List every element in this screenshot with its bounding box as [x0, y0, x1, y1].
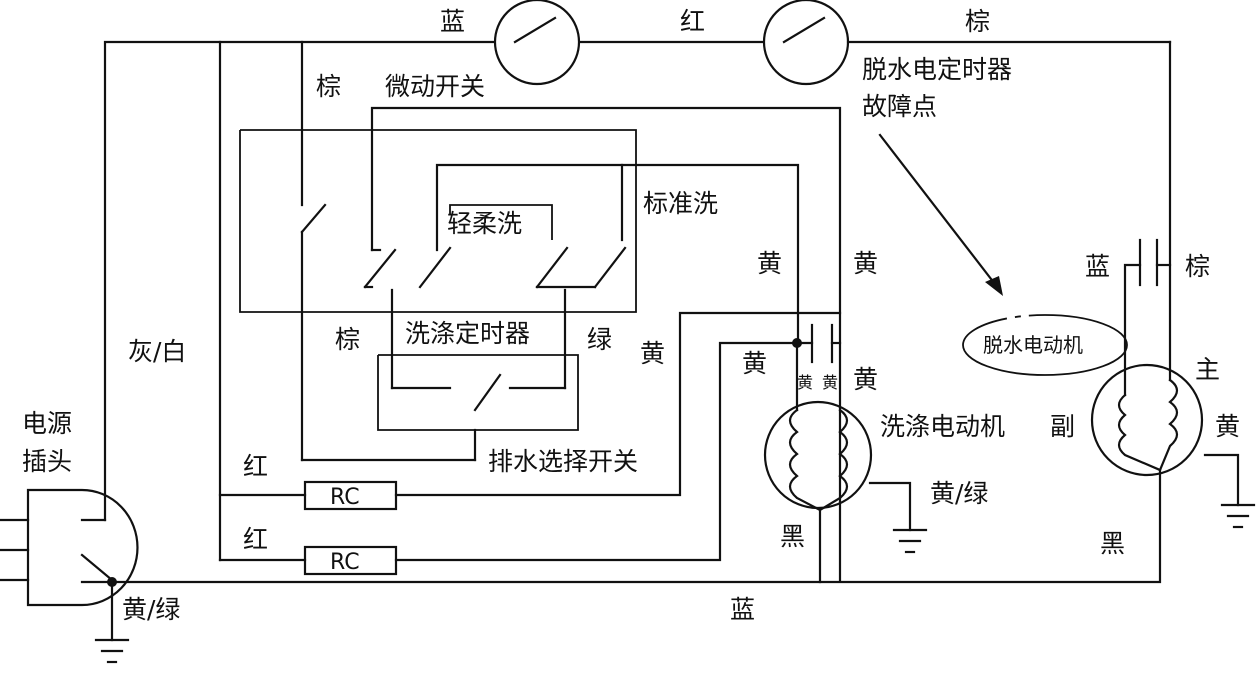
power-label: 电源 [22, 409, 72, 438]
wire-color-label: 棕 [1185, 252, 1210, 281]
wire-color-label: 蓝 [1085, 252, 1110, 281]
aux-winding-label: 副 [1050, 412, 1075, 441]
main-winding-label: 主 [1195, 355, 1220, 384]
standard-wash-label: 标准洗 [643, 189, 718, 218]
wire-color-label: 黄/绿 [122, 595, 180, 624]
wire-color-label: 棕 [965, 7, 990, 36]
labels: 蓝 红 棕 脱水电定时器 故障点 棕 微动开关 标准洗 轻柔洗 黄 黄 蓝 棕 … [22, 7, 1240, 624]
wire-color-label: 黄/绿 [930, 479, 988, 508]
wire-color-label: 黄 [853, 249, 878, 278]
wire-color-label: 黄 [742, 349, 767, 378]
wire-color-label: 黄 [1215, 412, 1240, 441]
power-plug [0, 488, 139, 607]
wire-color-label: 黑 [1100, 529, 1125, 558]
micro-switch-label: 微动开关 [385, 72, 485, 101]
wire-color-label: 绿 [587, 325, 612, 354]
wire-color-label: 蓝 [730, 595, 755, 624]
wire-color-label: 黄 [797, 373, 813, 392]
gentle-wash-label: 轻柔洗 [447, 209, 522, 238]
wire-color-label: 黑 [780, 522, 805, 551]
wire-color-label: 黄 [822, 373, 838, 392]
rc-label: RC [330, 550, 360, 575]
wire-color-label: 黄 [757, 249, 782, 278]
wire-color-label: 棕 [335, 325, 360, 354]
wire-color-label: 红 [243, 525, 268, 554]
wires [80, 40, 1240, 642]
spin-timer-switches [493, 0, 850, 86]
wire-color-label: 黄 [853, 365, 878, 394]
spin-timer-label: 脱水电定时器 [862, 55, 1012, 84]
rc-label: RC [330, 485, 360, 510]
fault-arrow [878, 133, 1003, 296]
spin-motor-oval [962, 314, 1128, 376]
wire-color-label: 红 [680, 7, 705, 36]
junction-dots [107, 338, 802, 587]
wash-timer-label: 洗涤定时器 [405, 319, 530, 348]
rc-components [303, 480, 398, 576]
drain-switch-label: 排水选择开关 [488, 447, 638, 476]
spin-motor-symbol [1090, 363, 1204, 477]
plug-label: 插头 [22, 447, 72, 476]
wash-motor-label: 洗涤电动机 [880, 412, 1005, 441]
timer-switches [300, 203, 627, 412]
ground-symbols [94, 503, 1256, 664]
spin-motor-label: 脱水电动机 [983, 333, 1083, 357]
wire-color-label: 黄 [640, 339, 665, 368]
wire-color-label: 蓝 [440, 7, 465, 36]
wash-motor-symbol [763, 400, 873, 512]
wire-color-label: 棕 [316, 72, 341, 101]
wire-color-label: 红 [243, 452, 268, 481]
wash-capacitor [810, 323, 834, 364]
wire-color-label: 灰/白 [128, 337, 186, 366]
fault-point-label: 故障点 [862, 92, 937, 121]
